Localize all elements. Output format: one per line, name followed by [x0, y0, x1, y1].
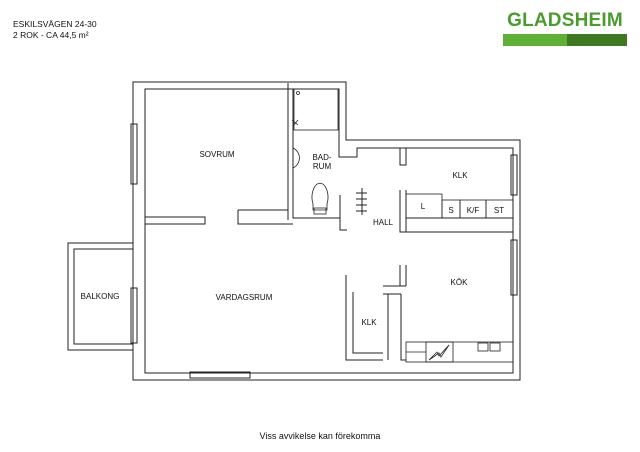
- hall-coat-rack: [356, 188, 367, 215]
- sink-basin-left: [477, 342, 489, 352]
- plan-header: ESKILSVÄGEN 24-30 2 ROK - CA 44,5 m²: [13, 19, 97, 41]
- shower-drain-icon: [296, 91, 300, 95]
- kitchen-units: [405, 193, 514, 363]
- label-st: ST: [494, 206, 504, 215]
- windows: [130, 123, 518, 379]
- label-badrum-1: BAD-: [312, 153, 331, 162]
- apartment-size-text: 2 ROK - CA 44,5 m²: [13, 30, 89, 40]
- label-s: S: [448, 206, 453, 215]
- shower-head-icon: [291, 119, 299, 127]
- logo-bar-dark: [567, 34, 627, 46]
- sink-basin-right: [489, 342, 501, 352]
- outer-walls: [132, 81, 521, 381]
- window-klk: [510, 154, 518, 196]
- window-kok: [510, 239, 518, 296]
- balcony: [67, 242, 133, 351]
- label-vardagsrum: VARDAGSRUM: [216, 293, 273, 302]
- sink-icon: [292, 147, 300, 169]
- label-badrum-2: RUM: [313, 162, 332, 171]
- gladsheim-logo: GLADSHEIM: [503, 10, 627, 46]
- label-klk-top: KLK: [452, 171, 468, 180]
- window-vardagsrum-bottom: [189, 371, 251, 379]
- stove-icon: [428, 344, 450, 361]
- label-kok: KÖK: [451, 278, 469, 287]
- label-balkong: BALKONG: [81, 292, 120, 301]
- shower: [293, 88, 339, 131]
- interior-walls: [145, 83, 514, 361]
- disclaimer-text: Viss avvikelse kan förekomma: [259, 431, 381, 441]
- label-sovrum: SOVRUM: [199, 150, 234, 159]
- cabinet-st: [485, 199, 514, 219]
- label-l: L: [421, 202, 426, 211]
- toilet-icon: [311, 182, 329, 211]
- logo-bar-light: [503, 34, 567, 46]
- window-vardagsrum: [130, 287, 138, 344]
- window-sovrum: [130, 123, 138, 185]
- label-klk-bottom: KLK: [361, 318, 377, 327]
- logo-bars: [503, 34, 627, 46]
- address-text: ESKILSVÄGEN 24-30: [13, 19, 97, 29]
- label-kf: K/F: [467, 206, 480, 215]
- logo-text: GLADSHEIM: [507, 10, 623, 31]
- label-hall: HALL: [373, 218, 394, 227]
- bathroom-fixtures: [291, 88, 339, 215]
